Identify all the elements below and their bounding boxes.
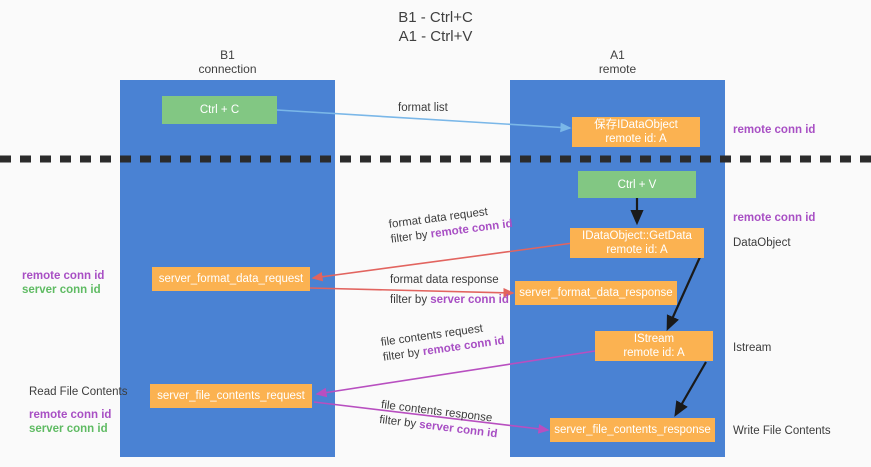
edge-label-format-data-response-filter: filter by server conn id <box>390 293 509 308</box>
edge-label-format-list: format list <box>398 101 448 116</box>
diagram-title: B1 - Ctrl+C A1 - Ctrl+V <box>0 8 871 46</box>
filter-prefix: filter by <box>390 294 431 306</box>
left-remote-conn-id-2: remote conn id <box>29 409 112 421</box>
left-annotation-read-file-contents: Read File Contents remote conn id server… <box>29 385 127 436</box>
node-idataobject-getdata-label: IDataObject::GetData <box>582 230 692 242</box>
left-server-conn-id: server conn id <box>22 284 101 296</box>
filter-prefix: filter by <box>378 413 421 431</box>
node-server-file-contents-request-label: server_file_contents_request <box>157 390 305 402</box>
node-server-file-contents-response-label: server_file_contents_response <box>554 424 711 436</box>
node-server-file-contents-request[interactable]: server_file_contents_request <box>150 384 312 408</box>
filter-prefix: filter by <box>390 228 432 246</box>
node-istream-sublabel: remote id: A <box>623 347 685 359</box>
node-ctrl-v[interactable]: Ctrl + V <box>578 171 696 198</box>
lane-a1-title: A1 <box>610 48 625 62</box>
edge-file-contents-request-line <box>315 350 596 398</box>
node-istream[interactable]: IStream remote id: A <box>595 331 713 361</box>
node-istream-label: IStream <box>633 333 675 345</box>
right-label-istream: Istream <box>733 342 772 354</box>
lane-header-b1: B1 connection <box>120 48 335 76</box>
edge-format-list-line <box>276 109 572 133</box>
node-ctrl-v-label: Ctrl + V <box>617 178 657 191</box>
node-save-idataobject[interactable]: 保存IDataObject remote id: A <box>572 117 700 147</box>
edge-getdata-istream-line <box>666 256 702 332</box>
left-read-file-contents-heading: Read File Contents <box>29 386 128 398</box>
left-annotation-conn-ids: remote conn id server conn id <box>22 269 104 297</box>
node-save-idataobject-label: 保存IDataObject <box>594 119 678 131</box>
node-server-format-data-response-label: server_format_data_response <box>519 287 673 299</box>
node-server-format-data-request-label: server_format_data_request <box>158 273 304 285</box>
filter-id-server-conn-id: server conn id <box>430 294 509 306</box>
title-line-2: A1 - Ctrl+V <box>398 28 473 45</box>
title-line-1: B1 - Ctrl+C <box>398 9 473 26</box>
lane-header-a1: A1 remote <box>510 48 725 76</box>
right-label-write-file-contents: Write File Contents <box>733 425 831 437</box>
node-idataobject-getdata[interactable]: IDataObject::GetData remote id: A <box>570 228 704 258</box>
edge-format-data-request-line <box>311 242 574 282</box>
lane-a1-subtitle: remote <box>598 62 637 76</box>
edge-format-data-response-line <box>309 287 515 298</box>
lane-b1-subtitle: connection <box>198 62 257 76</box>
edge-label-format-list-text: format list <box>398 102 448 114</box>
right-remote-conn-id-mid: remote conn id <box>733 212 816 224</box>
right-label-dataobject: DataObject <box>733 237 791 249</box>
node-server-format-data-request[interactable]: server_format_data_request <box>152 267 310 291</box>
edge-label-format-data-response-text: format data response <box>390 274 499 286</box>
left-remote-conn-id: remote conn id <box>22 270 105 282</box>
left-server-conn-id-2: server conn id <box>29 423 108 435</box>
edge-istream-response-line <box>674 361 707 417</box>
edge-file-contents-response-line <box>313 401 550 434</box>
node-ctrl-c-label: Ctrl + C <box>199 104 240 116</box>
node-server-format-data-response[interactable]: server_format_data_response <box>515 281 677 305</box>
node-ctrl-c[interactable]: Ctrl + C <box>162 96 277 124</box>
node-server-file-contents-response[interactable]: server_file_contents_response <box>550 418 715 442</box>
node-idataobject-getdata-sublabel: remote id: A <box>606 244 668 256</box>
edge-label-format-data-response: format data response filter by server co… <box>390 273 509 308</box>
node-save-idataobject-sublabel: remote id: A <box>605 133 667 145</box>
right-remote-conn-id-top: remote conn id <box>733 124 816 136</box>
lane-b1-title: B1 <box>220 48 235 62</box>
